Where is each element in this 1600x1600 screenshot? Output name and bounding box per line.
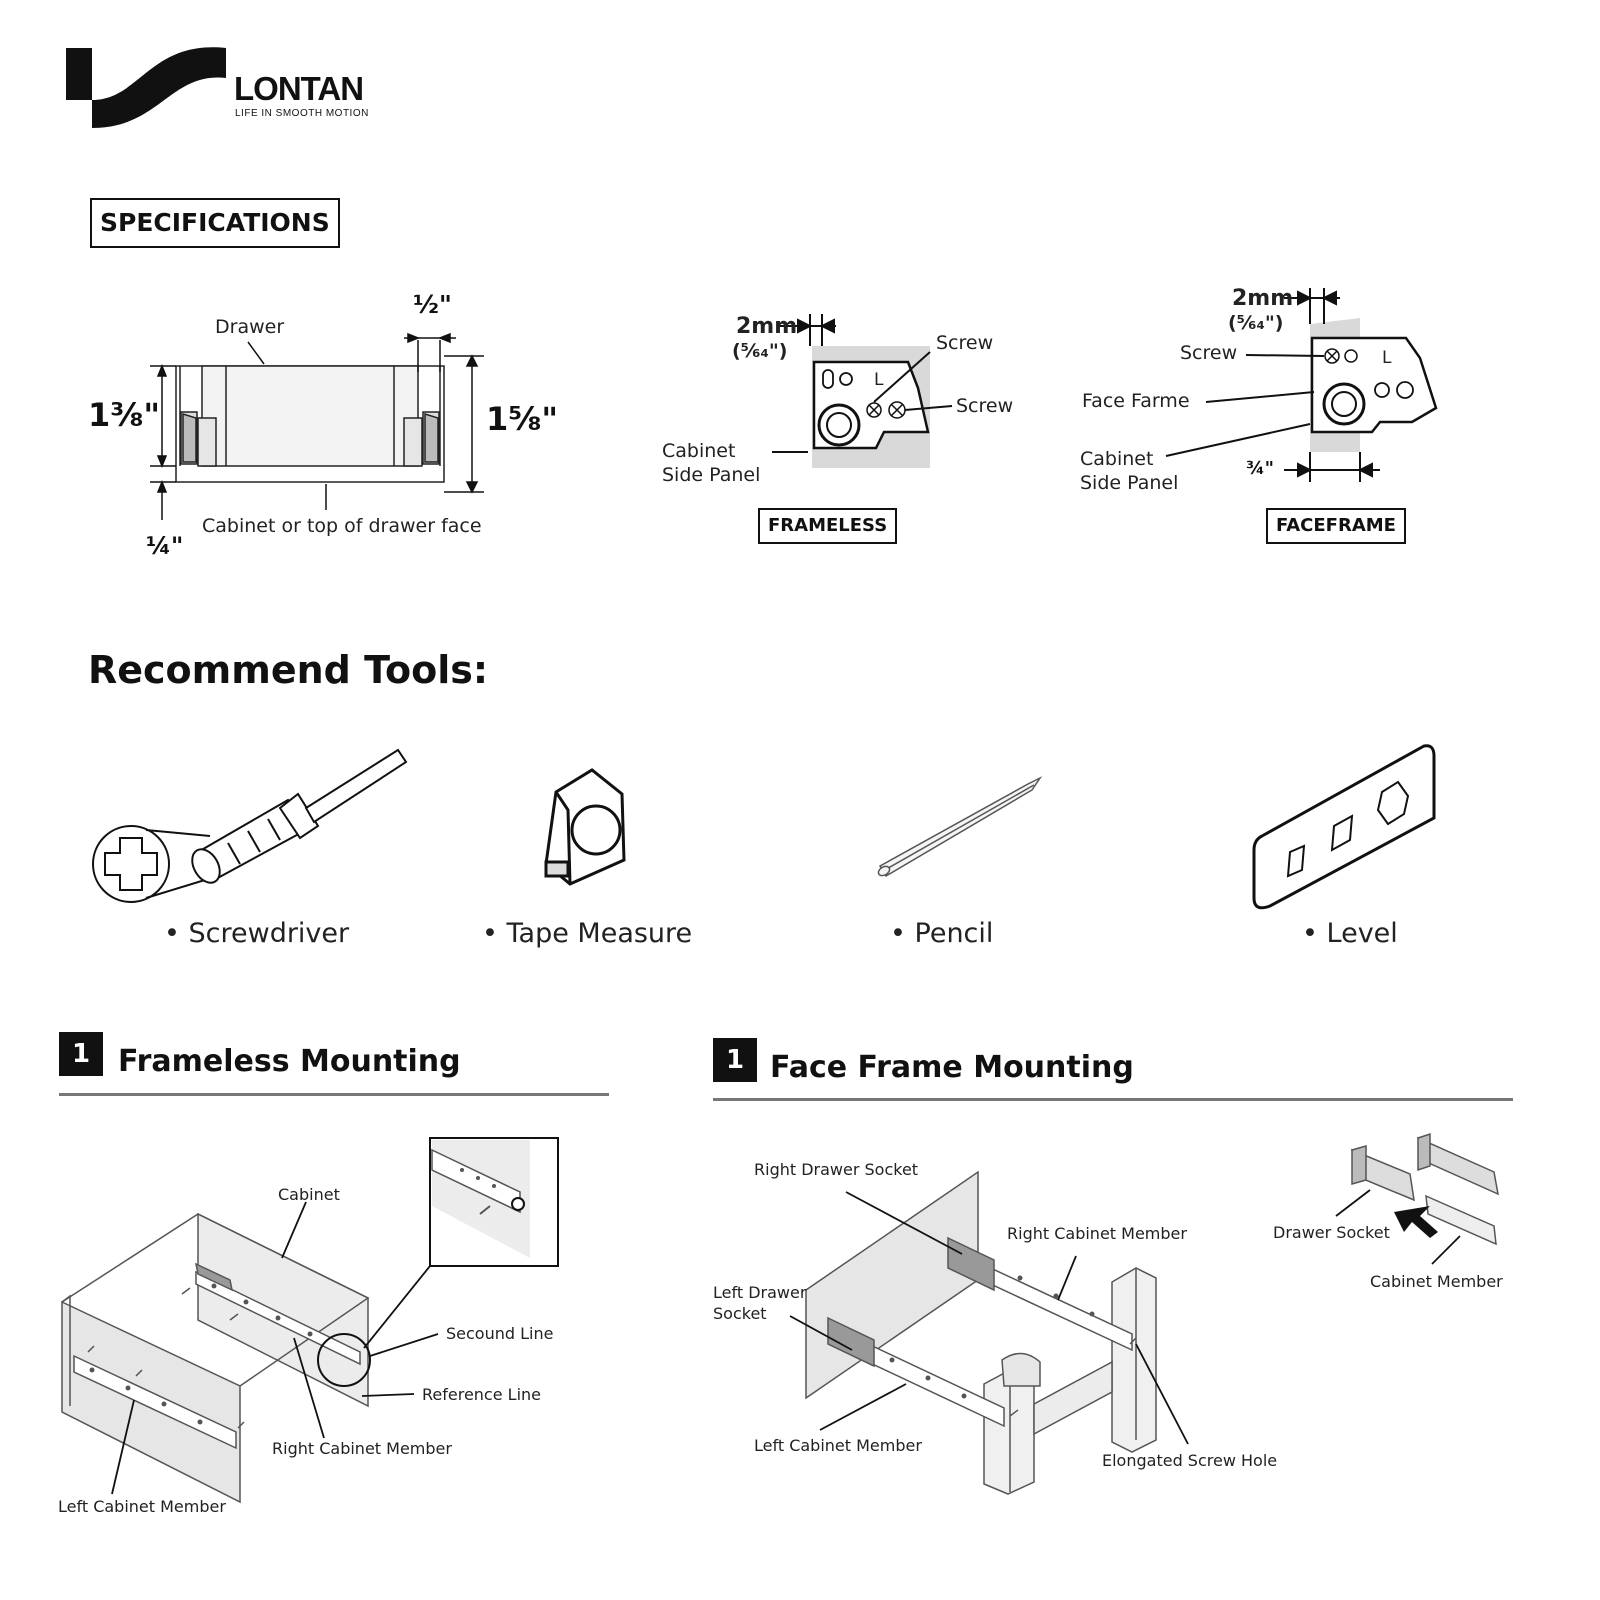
faceframe-title: FACEFRAME [1266,508,1406,544]
label-cabinet-member: Cabinet Member [1370,1272,1503,1291]
frameless-side-panel-label-2: Side Panel [662,464,761,486]
right-height-dimension: 1⅝" [486,400,559,438]
tools-title: Recommend Tools: [88,648,489,692]
frameless-step-number: 1 [59,1032,103,1076]
faceframe-step-divider [713,1098,1513,1101]
tool-label-pencil: • Pencil [890,918,994,949]
label-left-cabinet-member: Left Cabinet Member [58,1497,226,1516]
faceframe-side-panel-label-1: Cabinet [1080,448,1154,470]
faceframe-face-frame-label: Face Farme [1082,390,1190,412]
label-right-cabinet-member: Right Cabinet Member [272,1439,452,1458]
frameless-screw-label-2: Screw [956,395,1014,417]
faceframe-step-number: 1 [713,1038,757,1082]
brand-tagline: LIFE IN SMOOTH MOTION [235,108,369,119]
brand-mark-icon [66,47,226,128]
faceframe-screw-label: Screw [1180,342,1238,364]
faceframe-side-panel-label-2: Side Panel [1080,472,1179,494]
top-gap-dimension: ½" [413,290,452,319]
frameless-step-title: Frameless Mounting [118,1044,461,1079]
frameless-title: FRAMELESS [758,508,898,544]
bottom-gap-dimension: ¼" [146,532,184,560]
label-left-cabinet-member-ff: Left Cabinet Member [754,1436,922,1455]
pencil-icon [877,776,1043,878]
label-right-cabinet-member-ff: Right Cabinet Member [1007,1224,1187,1243]
frameless-gap-mm: 2mm [736,314,798,339]
left-height-dimension: 1⅜" [88,396,161,434]
frameless-step-divider [59,1093,609,1096]
level-icon [1252,744,1436,910]
tool-label-screwdriver: • Screwdriver [164,918,350,949]
drawer-label: Drawer [215,316,285,338]
faceframe-slide-letter: L [1382,348,1392,368]
label-cabinet: Cabinet [278,1185,340,1204]
label-left-drawer-socket-2: Socket [713,1304,767,1323]
label-elongated-screw-hole: Elongated Screw Hole [1102,1451,1278,1470]
faceframe-step-title: Face Frame Mounting [770,1050,1134,1085]
cabinet-bottom-label: Cabinet or top of drawer face [202,515,482,537]
faceframe-bottom-gap: ¾" [1246,458,1275,479]
label-second-line: Secound Line [446,1324,554,1343]
tape-measure-icon [544,768,626,886]
tool-label-tape-measure: • Tape Measure [482,918,693,949]
frameless-side-panel-label-1: Cabinet [662,440,736,462]
screwdriver-icon [92,748,408,903]
faceframe-gap-in: (⁵⁄₆₄") [1228,312,1284,334]
specifications-title: SPECIFICATIONS [90,198,340,248]
frameless-slide-letter: L [874,370,884,390]
brand-name: LONTAN [234,70,364,107]
faceframe-gap-mm: 2mm [1232,286,1294,311]
frameless-screw-label-1: Screw [936,332,994,354]
label-drawer-socket: Drawer Socket [1273,1223,1390,1242]
frameless-gap-in: (⁵⁄₆₄") [732,340,788,362]
tool-label-level: • Level [1302,918,1398,949]
label-left-drawer-socket-1: Left Drawer [713,1283,807,1302]
label-right-drawer-socket: Right Drawer Socket [754,1160,919,1179]
label-reference-line: Reference Line [422,1385,541,1404]
